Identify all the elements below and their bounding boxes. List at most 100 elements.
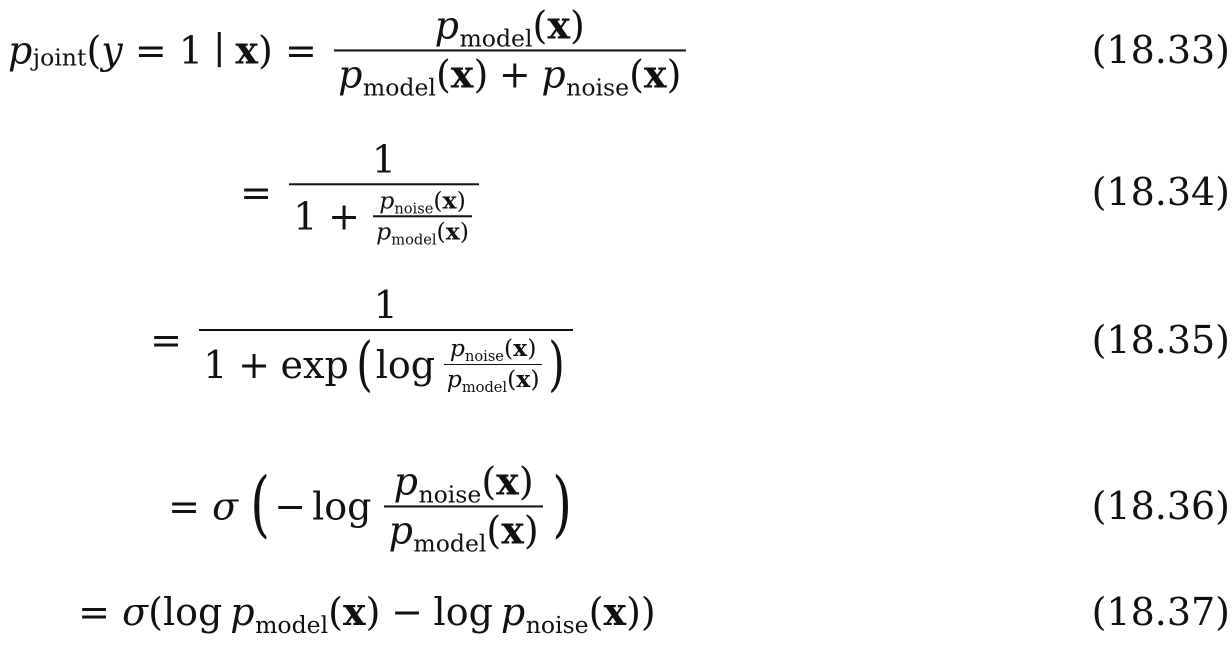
subscript-model: model [459, 24, 533, 53]
close-paren: ) [530, 365, 540, 394]
close-paren: ) [258, 28, 273, 72]
open-paren: ( [481, 459, 497, 504]
one: 1 [371, 137, 396, 182]
open-paren: ( [486, 508, 502, 553]
close-paren: ) [548, 329, 565, 399]
fraction-bar [288, 182, 480, 185]
fraction-bar [198, 328, 573, 331]
y-symbol: y [101, 28, 123, 72]
p-symbol: p [434, 3, 459, 48]
open-paren: ( [148, 590, 163, 634]
open-paren: ( [532, 3, 548, 48]
x-vector: x [501, 507, 524, 553]
one: 1 [203, 342, 228, 387]
x-vector: x [513, 334, 528, 363]
log-function: log [312, 484, 372, 528]
log-function: log [162, 590, 223, 634]
equation-number: (18.33) [1091, 28, 1230, 72]
close-paren: ) [456, 186, 466, 215]
p-symbol: p [393, 459, 418, 504]
p-symbol: p [541, 52, 566, 97]
subscript-noise: noise [525, 611, 589, 639]
close-paren: ) [570, 3, 585, 48]
log-function: log [433, 590, 493, 634]
minus-sign: − [274, 484, 307, 528]
open-paren: ( [629, 52, 644, 97]
equation-number: (18.35) [1091, 318, 1230, 362]
equals-sign: = [285, 28, 317, 72]
equals-sign: = [78, 590, 110, 634]
close-paren: ) [365, 590, 381, 634]
equation-number: (18.36) [1091, 484, 1230, 528]
equals-sign: = [134, 28, 167, 72]
inner-fraction-bar [443, 363, 543, 366]
subscript-model: model [461, 379, 508, 397]
x-vector: x [603, 589, 627, 634]
equals-sign: = [168, 484, 200, 528]
x-vector: x [643, 51, 667, 97]
close-paren: ) [552, 462, 572, 547]
close-paren: ) [666, 52, 682, 97]
x-vector: x [450, 51, 474, 97]
subscript-model: model [362, 73, 436, 102]
open-paren: ( [250, 462, 271, 547]
close-paren: ) [459, 217, 469, 246]
open-paren: ( [503, 334, 514, 363]
x-vector: x [442, 186, 457, 215]
open-paren: ( [436, 217, 446, 246]
subscript-noise: noise [566, 73, 630, 102]
plus-sign: + [238, 342, 270, 387]
one: 1 [373, 283, 398, 327]
subscript-noise: noise [394, 200, 434, 218]
p-symbol: p [449, 334, 465, 363]
p-symbol: p [446, 365, 462, 394]
open-paren: ( [588, 590, 604, 634]
x-vector: x [496, 458, 519, 504]
p-symbol: p [230, 590, 255, 634]
sigma-symbol: σ [122, 590, 149, 634]
x-vector: x [235, 27, 259, 72]
equals-sign: = [150, 318, 182, 362]
exp-function: exp [280, 342, 349, 387]
one: 1 [293, 194, 318, 239]
sigma-symbol: σ [212, 484, 239, 528]
close-paren: ) [473, 52, 489, 97]
p-symbol: p [388, 508, 413, 553]
p-symbol: p [8, 28, 33, 72]
equation-number: (18.37) [1091, 590, 1230, 634]
p-symbol: p [500, 590, 526, 634]
subscript-model: model [391, 231, 437, 249]
open-paren: ( [435, 52, 451, 97]
close-paren: ) [518, 459, 534, 504]
subscript-noise: noise [418, 480, 482, 509]
open-paren: ( [507, 365, 517, 394]
p-symbol: p [379, 186, 395, 215]
inner-fraction-bar [373, 215, 472, 218]
subscript-model: model [413, 529, 487, 558]
plus-sign: + [328, 194, 360, 239]
equation-number: (18.34) [1091, 170, 1230, 214]
fraction-numerator: 1 [367, 140, 400, 178]
close-paren: ) [527, 334, 537, 363]
fraction-bar [333, 49, 686, 51]
